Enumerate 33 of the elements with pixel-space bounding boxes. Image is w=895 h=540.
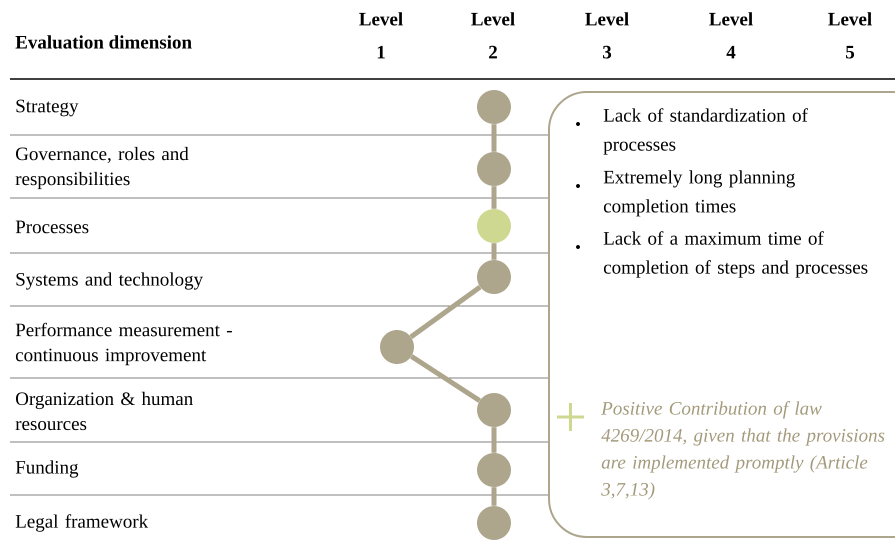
connector-line	[492, 487, 496, 506]
connector-line	[492, 124, 496, 152]
level-dot	[380, 330, 414, 364]
row-label: Funding	[16, 460, 78, 478]
column-header: Level 5	[828, 12, 872, 59]
level-dot	[477, 208, 511, 243]
bullet-item: Lack of a maximum time of completion of steps and processes	[604, 231, 868, 278]
connector-line	[492, 243, 496, 260]
row-label: Governance, roles and responsibilities	[16, 146, 189, 190]
bullet-item: Extremely long planning completion times	[604, 170, 795, 216]
level-dot	[477, 452, 511, 487]
column-header: Level 2	[471, 12, 515, 58]
row-label: Strategy	[16, 100, 78, 116]
connector-line	[410, 285, 482, 339]
note-text: Positive Contribution of law 4269/2014, given that the provisions are implemented promptly (Article 3,7,13)	[601, 401, 884, 500]
column-header: Evaluation dimension	[16, 35, 192, 49]
column-header: Level 4	[709, 12, 753, 58]
row-label: Processes	[16, 220, 88, 234]
connector-line	[492, 427, 496, 453]
row-label: Organization & human resources	[16, 392, 193, 430]
row-label: Legal framework	[16, 514, 148, 532]
level-dot	[477, 506, 511, 540]
bullet-item: Lack of standardization of processes	[604, 108, 808, 155]
connector-line	[492, 186, 496, 209]
column-header: Level 1	[359, 12, 403, 58]
level-dot	[477, 90, 511, 124]
row-label: Performance measurement - continuous improvement	[16, 322, 232, 366]
connector-line	[410, 354, 481, 403]
column-header: Level 3	[585, 12, 629, 59]
level-dot	[477, 392, 511, 427]
row-label: Systems and technology	[16, 272, 203, 290]
level-dot	[477, 152, 511, 186]
level-dot	[477, 260, 511, 294]
